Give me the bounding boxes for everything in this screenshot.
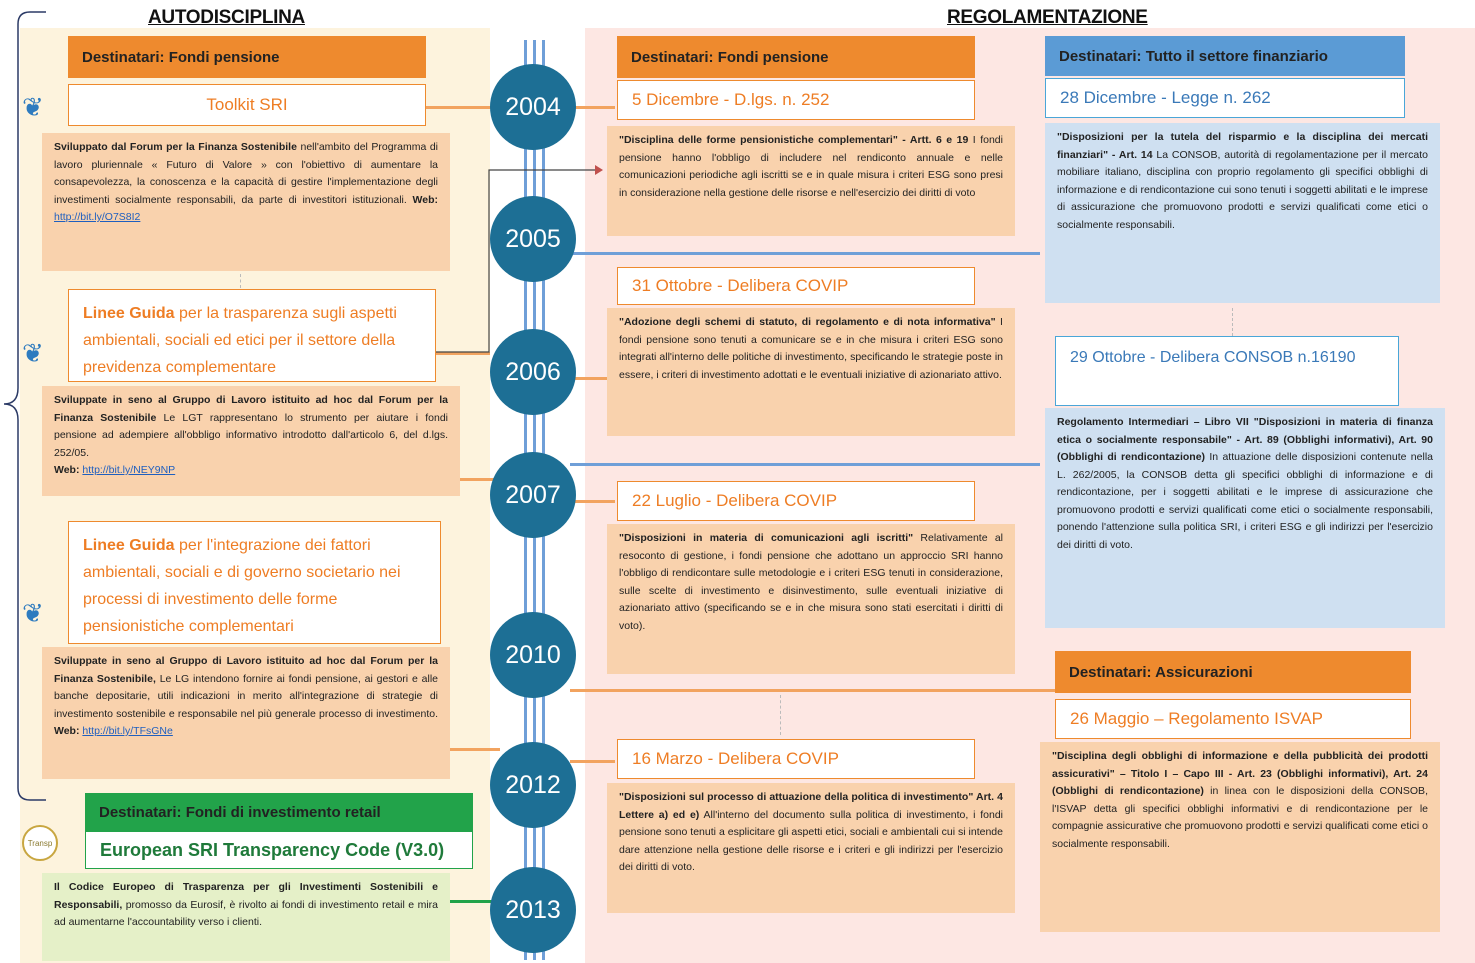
- year-2013: 2013: [490, 867, 576, 953]
- event-bold: "Disposizioni in materia di comunicazion…: [619, 532, 914, 544]
- year-2012: 2012: [490, 742, 576, 828]
- year-2005: 2005: [490, 196, 576, 282]
- sri-code-title: European SRI Transparency Code (V3.0): [85, 831, 473, 869]
- web-label: Web:: [54, 464, 83, 476]
- sri-code-description: Il Codice Europeo di Trasparenza per gli…: [42, 873, 450, 961]
- guide2-bold: Sviluppate in seno al Gruppo di Lavoro i…: [54, 655, 438, 685]
- event-covip-2006-title: 31 Ottobre - Delibera COVIP: [617, 267, 975, 305]
- event-consob-title: 29 Ottobre - Delibera CONSOB n.16190: [1055, 336, 1399, 406]
- toolkit-text: nell'ambito del Programma di lavoro plur…: [54, 141, 438, 206]
- mid-header-pension-funds: Destinatari: Fondi pensione: [617, 36, 975, 78]
- year-2004: 2004: [490, 64, 576, 150]
- guide1-description: Sviluppate in seno al Gruppo di Lavoro i…: [42, 386, 460, 496]
- event-bold: "Disciplina delle forme pensionistiche c…: [619, 134, 969, 146]
- connector-line: [450, 900, 500, 903]
- sri-leaf-icon: ❦: [22, 92, 44, 122]
- year-2007: 2007: [490, 452, 576, 538]
- web-label: Web:: [406, 193, 438, 206]
- event-text: All'interno del documento sulla politica…: [619, 808, 1003, 874]
- event-bold: "Adozione degli schemi di statuto, di re…: [619, 316, 996, 328]
- connector-line: [570, 463, 1040, 466]
- guide1-bold: Sviluppate in seno al Gruppo di Lavoro i…: [54, 394, 448, 424]
- self-regulation-title: AUTODISCIPLINA: [148, 7, 305, 28]
- transparency-logo-icon: Transp: [22, 825, 58, 861]
- connector-line: [450, 748, 500, 751]
- connector-line: [570, 252, 1040, 255]
- event-text: In attuazione delle disposizioni contenu…: [1057, 451, 1433, 551]
- event-covip-2007-description: "Disposizioni in materia di comunicazion…: [607, 524, 1015, 674]
- dashed-connector: [1232, 308, 1233, 336]
- guide2-title: Linee Guida per l'integrazione dei fatto…: [68, 521, 441, 644]
- toolkit-web-link[interactable]: http://bit.ly/O7S8I2: [54, 211, 141, 223]
- connector-line: [570, 689, 1055, 692]
- guide1-text: Le LGT rappresentano lo strumento per ai…: [54, 411, 448, 459]
- guide2-web-link[interactable]: http://bit.ly/TFsGNe: [82, 725, 173, 737]
- arrow-connector: [435, 165, 603, 353]
- event-consob-description: Regolamento Intermediari – Libro VII "Di…: [1045, 408, 1445, 628]
- dashed-connector: [780, 695, 781, 735]
- year-2010: 2010: [490, 612, 576, 698]
- guide1-web-link[interactable]: http://bit.ly/NEY9NP: [82, 464, 176, 476]
- event-legge-262-description: "Disposizioni per la tutela del risparmi…: [1045, 123, 1440, 303]
- guide1-title: Linee Guida per la trasparenza sugli asp…: [68, 289, 436, 382]
- event-bold: "Disciplina degli obblighi di informazio…: [1052, 750, 1428, 797]
- event-isvap-title: 26 Maggio – Regolamento ISVAP: [1055, 699, 1411, 739]
- connector-line: [570, 500, 615, 503]
- connector-line: [570, 106, 615, 109]
- left-header-pension-funds: Destinatari: Fondi pensione: [68, 36, 426, 78]
- event-bold: "Disposizioni per la tutela del risparmi…: [1057, 131, 1428, 161]
- connector-line: [570, 760, 615, 763]
- connector-line: [435, 352, 490, 355]
- toolkit-description: Sviluppato dal Forum per la Finanza Sost…: [42, 133, 450, 271]
- connector-line: [425, 106, 500, 109]
- web-label: Web:: [54, 725, 83, 737]
- event-covip-2007-title: 22 Luglio - Delibera COVIP: [617, 481, 975, 521]
- right-header-insurance: Destinatari: Assicurazioni: [1055, 651, 1411, 693]
- event-covip-2012-description: "Disposizioni sul processo di attuazione…: [607, 783, 1015, 913]
- event-dlgs-252-description: "Disciplina delle forme pensionistiche c…: [607, 126, 1015, 236]
- regulation-title: REGOLAMENTAZIONE: [947, 7, 1148, 28]
- event-text: I fondi pensione sono tenuti a comunicar…: [619, 316, 1003, 381]
- sri-code-bold: Il Codice Europeo di Trasparenza per gli…: [54, 881, 438, 911]
- guide2-title-bold: Linee Guida: [83, 537, 175, 554]
- event-text: I fondi pensione hanno l'obbligo di incl…: [619, 134, 1003, 199]
- event-legge-262-title: 28 Dicembre - Legge n. 262: [1045, 78, 1405, 118]
- event-covip-2012-title: 16 Marzo - Delibera COVIP: [617, 739, 975, 779]
- event-isvap-description: "Disciplina degli obblighi di informazio…: [1040, 742, 1440, 932]
- event-text: Relativamente al resoconto di gestione, …: [619, 532, 1004, 632]
- left-brace: [3, 11, 46, 801]
- year-2006: 2006: [490, 329, 576, 415]
- toolkit-bold: Sviluppato dal Forum per la Finanza Sost…: [54, 141, 297, 153]
- guide2-title-rest: per l'integrazione dei fattori ambiental…: [83, 537, 401, 635]
- guide1-title-bold: Linee Guida: [83, 305, 175, 322]
- guide1-title-rest: per la trasparenza sugli aspetti ambient…: [83, 305, 397, 376]
- left-header-retail-funds: Destinatari: Fondi di investimento retai…: [85, 793, 473, 831]
- guide2-text: Le LG intendono fornire ai fondi pension…: [54, 672, 439, 720]
- connector-line: [570, 377, 615, 380]
- event-text: in linea con le disposizioni della CONSO…: [1052, 785, 1428, 850]
- event-dlgs-252-title: 5 Dicembre - D.lgs. n. 252: [617, 80, 975, 120]
- sri-leaf-icon: ❦: [22, 598, 44, 628]
- event-covip-2006-description: "Adozione degli schemi di statuto, di re…: [607, 308, 1015, 436]
- guide2-description: Sviluppate in seno al Gruppo di Lavoro i…: [42, 647, 450, 779]
- sri-leaf-icon: ❦: [22, 338, 44, 368]
- event-bold: Regolamento Intermediari – Libro VII "Di…: [1057, 416, 1433, 463]
- dashed-connector: [240, 274, 241, 288]
- event-text: La CONSOB, autorità di regolamentazione …: [1057, 148, 1428, 231]
- toolkit-title: Toolkit SRI: [68, 84, 426, 126]
- sri-code-text: promosso da Eurosif, è rivolto ai fondi …: [54, 898, 438, 929]
- right-header-financial-sector: Destinatari: Tutto il settore finanziari…: [1045, 36, 1405, 76]
- event-bold: "Disposizioni sul processo di attuazione…: [619, 791, 1003, 821]
- connector-line: [460, 478, 500, 481]
